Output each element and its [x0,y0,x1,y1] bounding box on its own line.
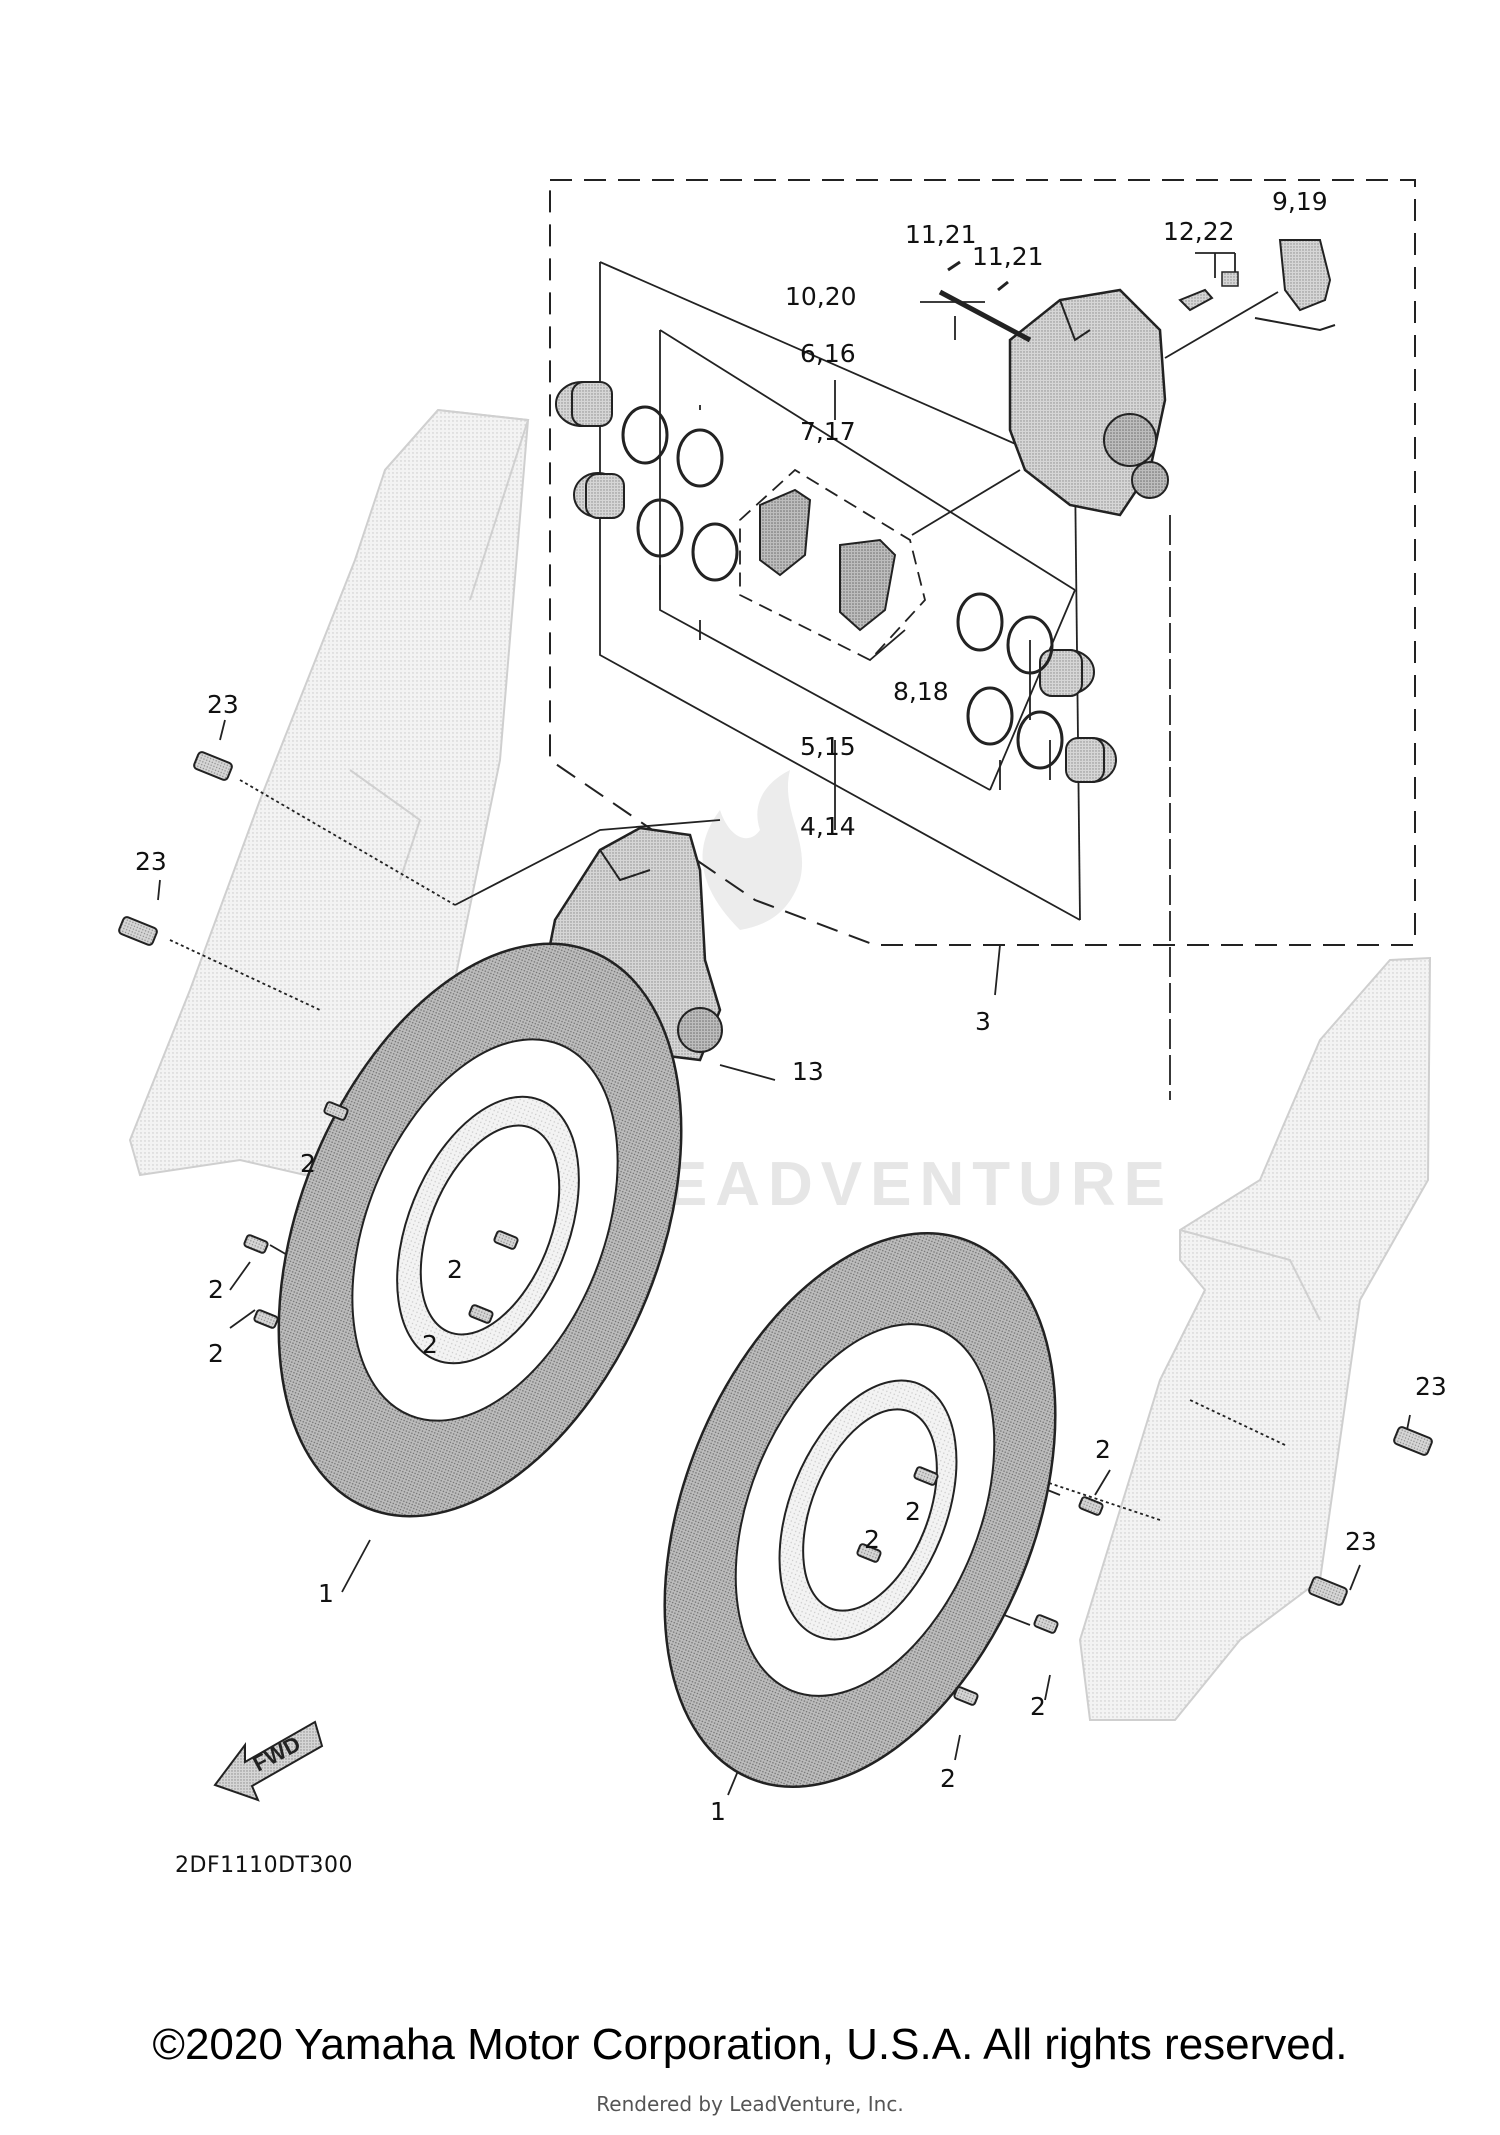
label-2-b: 2 [447,1255,463,1284]
part-labels: 9,19 11,21 12,22 11,21 10,20 6,16 7,17 8… [135,187,1447,1878]
label-4-14: 4,14 [800,812,856,841]
leadventure-watermark: LEADVENTURE [620,770,1173,1219]
label-9-19: 9,19 [1272,187,1328,216]
label-23-a: 23 [207,690,239,719]
label-11-21-a: 11,21 [905,220,977,249]
label-13: 13 [792,1057,824,1086]
caliper-assembly-box [549,179,1416,946]
label-6-16: 6,16 [800,339,856,368]
label-1-a: 1 [318,1579,334,1608]
right-fork-tube [1078,956,1432,1721]
rendered-by-credit: Rendered by LeadVenture, Inc. [596,2092,904,2116]
forward-arrow-icon: FWD [213,1720,324,1802]
label-23-d: 23 [1345,1527,1377,1556]
label-11-21-b: 11,21 [972,242,1044,271]
label-8-18: 8,18 [893,677,949,706]
label-23-c: 23 [1415,1372,1447,1401]
label-2-i: 2 [1030,1692,1046,1721]
label-10-20: 10,20 [785,282,857,311]
label-23-b: 23 [135,847,167,876]
left-brake-disc [277,942,683,1518]
label-5-15: 5,15 [800,732,856,761]
svg-text:LEADVENTURE: LEADVENTURE [620,1150,1173,1219]
bolts [118,751,1433,1706]
brake-pistons [555,381,1117,783]
label-1-b: 1 [710,1797,726,1826]
brake-pads [739,468,926,662]
left-fork-tube [128,408,530,1177]
copyright-notice: ©2020 Yamaha Motor Corporation, U.S.A. A… [152,2020,1348,2069]
brake-caliper-exploded [938,239,1336,517]
label-2-g: 2 [905,1497,921,1526]
label-2-a: 2 [300,1149,316,1178]
diagram-part-number: 2DF1110DT300 [175,1853,353,1878]
label-12-22: 12,22 [1163,217,1235,246]
label-2-h: 2 [864,1525,880,1554]
label-7-17: 7,17 [800,417,856,446]
label-2-f: 2 [1095,1435,1111,1464]
label-3: 3 [975,1007,991,1036]
label-2-j: 2 [940,1764,956,1793]
right-brake-disc [663,1231,1057,1789]
piston-seals [621,405,1064,770]
label-2-d: 2 [422,1330,438,1359]
label-2-e: 2 [208,1339,224,1368]
label-2-c: 2 [208,1275,224,1304]
